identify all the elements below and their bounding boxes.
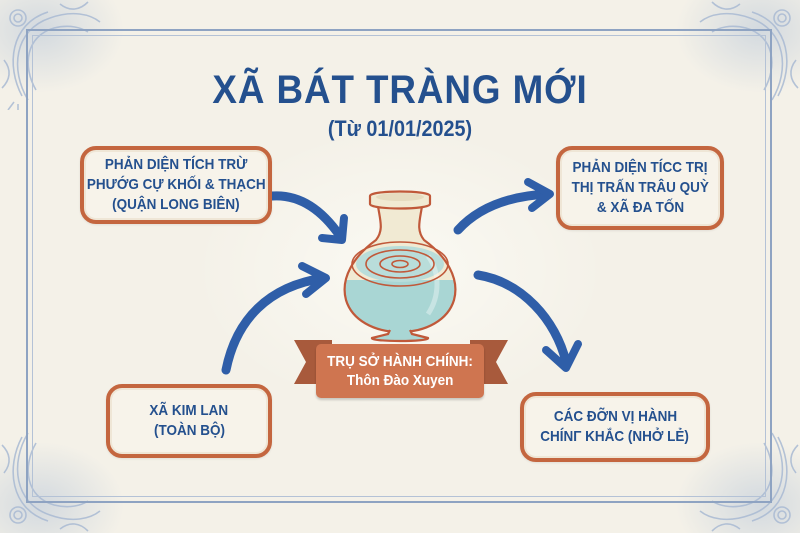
box-bottom-left-kim-lan: XÃ KIM LAN (TOÀN BỘ) [106, 384, 272, 458]
box-text-line: PHƯỚG CỰ KHỐI & THẠCH [86, 176, 266, 193]
box-text-line: PHẢN DIỆN TÍCH TRỪ [104, 156, 248, 173]
headquarters-banner: TRỤ SỞ HÀNH CHÍNH: Thôn Đào Xuyen [292, 338, 510, 402]
frame-inner-border [32, 35, 766, 497]
arrow-in-top-left-icon [267, 191, 348, 244]
corner-ornament-icon [1, 1, 101, 110]
headquarters-label: TRỤ SỞ HÀNH CHÍNH: Thôn Đào Xuyen [316, 344, 484, 398]
box-text-line: (TOÀN BỘ) [153, 422, 225, 439]
ceramic-vase-icon [343, 190, 457, 343]
arrow-out-bottom-right-icon [473, 270, 582, 372]
arrow-in-bottom-left-icon [221, 262, 330, 375]
frame-border [26, 29, 772, 503]
box-text-line: THỊ TRẤN TRÂU QUỲ [571, 179, 709, 196]
headquarters-heading: TRỤ SỞ HÀNH CHÍNH: [327, 353, 473, 370]
box-text-line: PHẢN DIỆN TÍCC TRỊ [572, 159, 708, 176]
box-top-right-transferred-area: PHẢN DIỆN TÍCC TRỊ THỊ TRẤN TRÂU QUỲ & X… [556, 146, 724, 230]
headquarters-location: Thôn Đào Xuyen [346, 372, 454, 389]
box-text-line: (QUẬN LONG BIÊN) [112, 196, 240, 213]
box-bottom-right-other-units: CÁC ĐỠN VỊ HÀNH CHÍNΓ KHẮC (NHỞ LẺ) [520, 392, 710, 462]
box-top-left-merged-area: PHẢN DIỆN TÍCH TRỪ PHƯỚG CỰ KHỐI & THẠCH… [80, 146, 272, 224]
box-text-line: & XÃ ĐA TỐN [596, 199, 684, 216]
page-subtitle: (Từ 01/01/2025) [327, 116, 473, 141]
box-text-line: XÃ KIM LAN [149, 402, 229, 419]
page-title: XÃ BÁT TRÀNG MỚI [212, 68, 588, 112]
corner-ornament-icon [1, 432, 101, 532]
corner-ornament-icon [699, 1, 799, 101]
arrow-out-top-right-icon [453, 178, 554, 235]
box-text-line: CHÍNΓ KHẮC (NHỞ LẺ) [540, 428, 690, 445]
box-text-line: CÁC ĐỠN VỊ HÀNH [553, 408, 677, 425]
